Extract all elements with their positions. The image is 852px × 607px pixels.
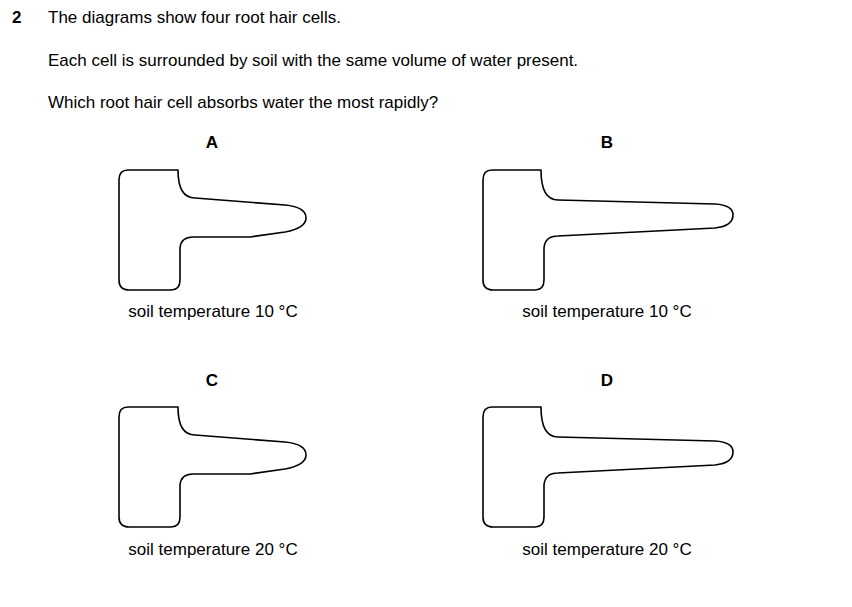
- question-number: 2: [12, 8, 21, 28]
- root-hair-cell-d: [483, 407, 733, 527]
- option-letter: C: [206, 371, 218, 391]
- option-letter: D: [601, 371, 613, 391]
- soil-temperature: soil temperature 10 °C: [128, 302, 297, 322]
- root-hair-cell-c: [119, 407, 306, 527]
- root-hair-cell-b: [483, 170, 733, 290]
- option-letter: A: [206, 133, 218, 153]
- root-hair-cell-a: [119, 170, 306, 290]
- soil-temperature: soil temperature 20 °C: [522, 540, 691, 560]
- question-text: The diagrams show four root hair cells.: [48, 8, 341, 28]
- option-letter: B: [601, 133, 613, 153]
- soil-temperature: soil temperature 20 °C: [128, 540, 297, 560]
- question-text: Each cell is surrounded by soil with the…: [48, 51, 578, 71]
- soil-temperature: soil temperature 10 °C: [522, 302, 691, 322]
- question-text: Which root hair cell absorbs water the m…: [48, 93, 438, 113]
